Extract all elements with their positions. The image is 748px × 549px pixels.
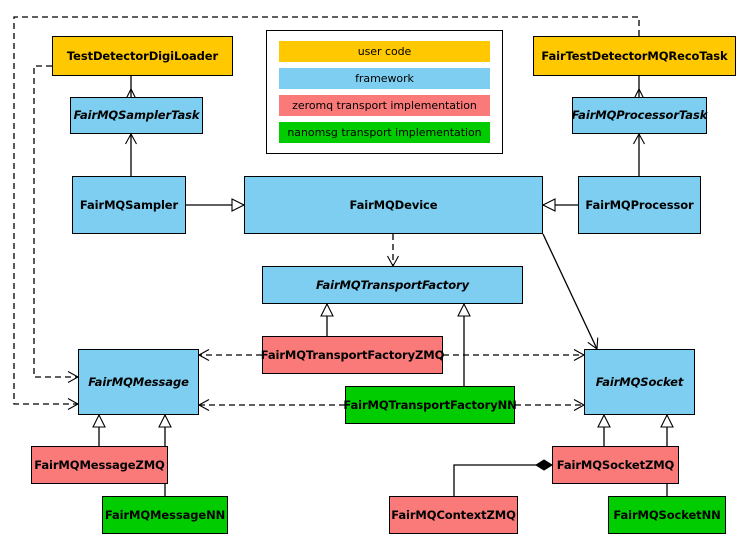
- class-box-fairmqsocketnn[interactable]: FairMQSocketNN: [608, 496, 726, 534]
- legend-item-framework: framework: [279, 68, 490, 89]
- class-box-fairmqmessagenn[interactable]: FairMQMessageNN: [102, 496, 228, 534]
- legend-item-nanomsg: nanomsg transport implementation: [279, 122, 490, 143]
- class-box-fairmqmessagezmq[interactable]: FairMQMessageZMQ: [31, 446, 168, 484]
- class-box-fairmqprocessortask[interactable]: FairMQProcessorTask: [572, 97, 707, 134]
- class-box-fairmqdevice[interactable]: FairMQDevice: [244, 176, 543, 234]
- class-box-fairmqsocketzmq[interactable]: FairMQSocketZMQ: [552, 446, 679, 484]
- edge-digiloader-to-message: [33, 65, 80, 383]
- edge-recotask-to-message: [13, 16, 640, 410]
- class-box-fairmqsamplertask[interactable]: FairMQSamplerTask: [70, 97, 203, 134]
- class-box-fairmqsocket[interactable]: FairMQSocket: [584, 349, 695, 415]
- class-box-fairmqprocessor[interactable]: FairMQProcessor: [578, 176, 701, 234]
- class-box-fairtestdetectormqrecotask[interactable]: FairTestDetectorMQRecoTask: [533, 36, 736, 76]
- legend-item-user-code: user code: [279, 41, 490, 62]
- legend-item-zeromq: zeromq transport implementation: [279, 95, 490, 116]
- class-box-fairmqtransportfactoryzmq[interactable]: FairMQTransportFactoryZMQ: [261, 336, 444, 374]
- class-box-fairmqtransportfactory[interactable]: FairMQTransportFactory: [262, 266, 523, 304]
- edge-socketzmq-to-contextzmq: [453, 459, 553, 496]
- class-box-fairmqmessage[interactable]: FairMQMessage: [78, 349, 199, 415]
- legend: user code framework zeromq transport imp…: [266, 30, 503, 154]
- class-box-fairmqtransportfactorynn[interactable]: FairMQTransportFactoryNN: [343, 386, 517, 424]
- class-box-fairmqsampler[interactable]: FairMQSampler: [72, 176, 186, 234]
- class-box-testdetectordigiloader[interactable]: TestDetectorDigiLoader: [52, 36, 233, 76]
- edge-device-to-socket: [542, 233, 599, 351]
- class-box-fairmqcontextzmq[interactable]: FairMQContextZMQ: [389, 496, 518, 534]
